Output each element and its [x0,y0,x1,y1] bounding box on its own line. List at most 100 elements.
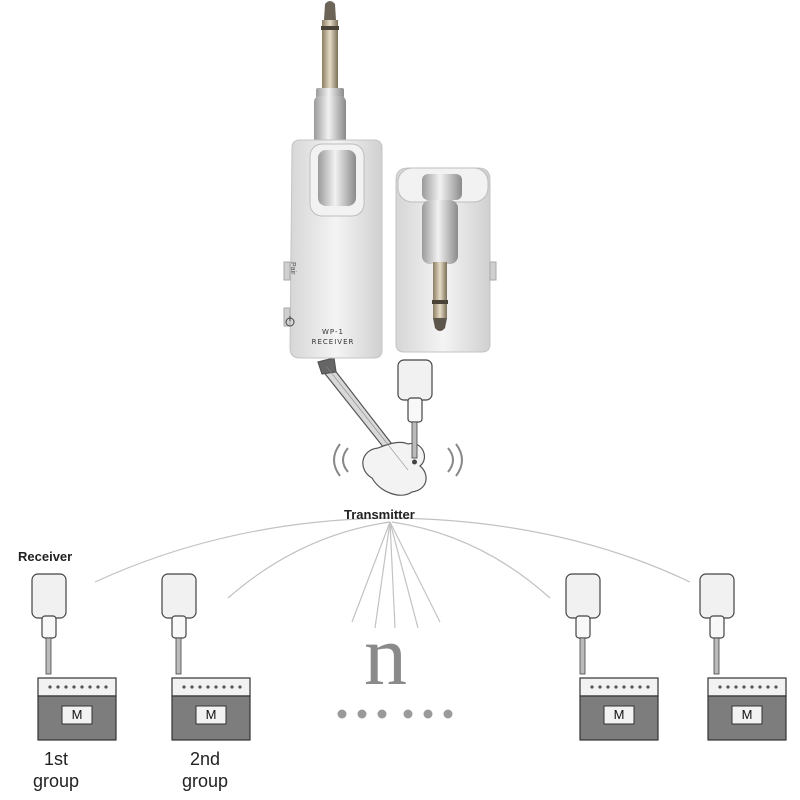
jack-tip [324,1,336,20]
guitar-body [362,441,427,496]
mini-receiver-hinge [41,615,57,639]
dot-4 [403,709,413,719]
wave-left-1 [342,447,349,473]
group-label-2-line2: group [181,771,229,791]
knob-row [622,685,626,689]
group-label-1-line1: 1st [43,749,68,769]
jack-ring [321,26,339,30]
knob-row [64,685,68,689]
knob-row [190,685,194,689]
knob-row [48,685,52,689]
jack-shaft [322,20,338,90]
mini-receiver-body [161,573,197,619]
knob-row [766,685,770,689]
receiver-label: Receiver [18,549,73,564]
transmitter-barrel [422,200,458,264]
knob-row [72,685,76,689]
amp-badge [195,705,227,725]
group-label-2-line1: 2nd [189,749,221,769]
mini-receiver-body [31,573,67,619]
signal-arcs [94,517,691,629]
ray-5 [389,521,441,623]
signal-waves-icon [333,443,463,477]
knob-row [80,685,84,689]
arc-group-3 [391,521,551,599]
ray-1 [351,521,391,623]
jack-collar [316,88,344,98]
transmitter-hinge-core [422,174,462,200]
dot-6 [443,709,453,719]
knob-row [198,685,202,689]
dot-3 [377,709,387,719]
knob-row [598,685,602,689]
mini-receiver-hinge [171,615,187,639]
knob-row [104,685,108,689]
transmitter-plug-tip [433,318,447,331]
arc-group-4 [391,517,691,583]
transmitter-plug-ring [432,300,448,304]
amp-letter-4: M [741,707,753,722]
receiver-unit [283,139,383,359]
receiver-side-button-2 [283,307,291,327]
ray-4 [389,521,419,629]
knob-row [96,685,100,689]
amp-badge [731,705,763,725]
knob-row [206,685,210,689]
amp-letter-3: M [613,707,625,722]
transmitter-plug [433,262,447,318]
transmitter-plug [411,421,418,459]
knob-row [214,685,218,689]
transmitter-label: Transmitter [344,507,415,522]
knob-row [230,685,234,689]
dot-5 [423,709,433,719]
knob-row [88,685,92,689]
receiver-side-button [283,261,291,281]
knob-row [222,685,226,689]
receiver-group-4 [699,573,787,741]
group-label-1: 1st group [16,748,96,792]
mini-receiver-plug [579,637,586,675]
ray-3 [389,521,396,629]
receiver-hinge-slot [318,150,356,206]
mini-receiver-plug [45,637,52,675]
knob-row [718,685,722,689]
amp-knobs [48,685,778,689]
knob-row [750,685,754,689]
knob-row [238,685,242,689]
knob-row [774,685,778,689]
knob-row [758,685,762,689]
knob-row [638,685,642,689]
product-photo [283,1,497,359]
amp-letter-2: M [205,707,217,722]
transmitter-side-button [489,261,497,281]
ray-2 [374,521,391,629]
transmitter-unit [395,167,497,353]
transmitter-hinge [407,397,423,423]
ellipsis-dots [337,709,453,719]
device-type-label: RECEIVER [311,338,355,346]
mini-receiver-plug [713,637,720,675]
dot-1 [337,709,347,719]
group-label-1-line2: group [32,771,80,791]
knob-row [742,685,746,689]
arc-group-2 [227,521,391,599]
pair-button-label: Pair [289,262,296,275]
knob-row [590,685,594,689]
knob-row [726,685,730,689]
knob-row [606,685,610,689]
receiver-jack-plug [314,1,346,160]
transmitter-plug-tip [412,459,417,465]
device-model-label: WP-1 [322,328,344,336]
receiver-group-1 [31,573,117,741]
mini-receiver-body [565,573,601,619]
wave-right-2 [455,443,463,477]
transmitter-body [397,359,433,401]
receiver-group-2 [161,573,251,741]
amp-badge [61,705,93,725]
amp-letter-1: M [71,707,83,722]
guitar-neck [321,363,399,459]
amp-badge [603,705,635,725]
guitar-strings [325,365,409,471]
knob-row [614,685,618,689]
